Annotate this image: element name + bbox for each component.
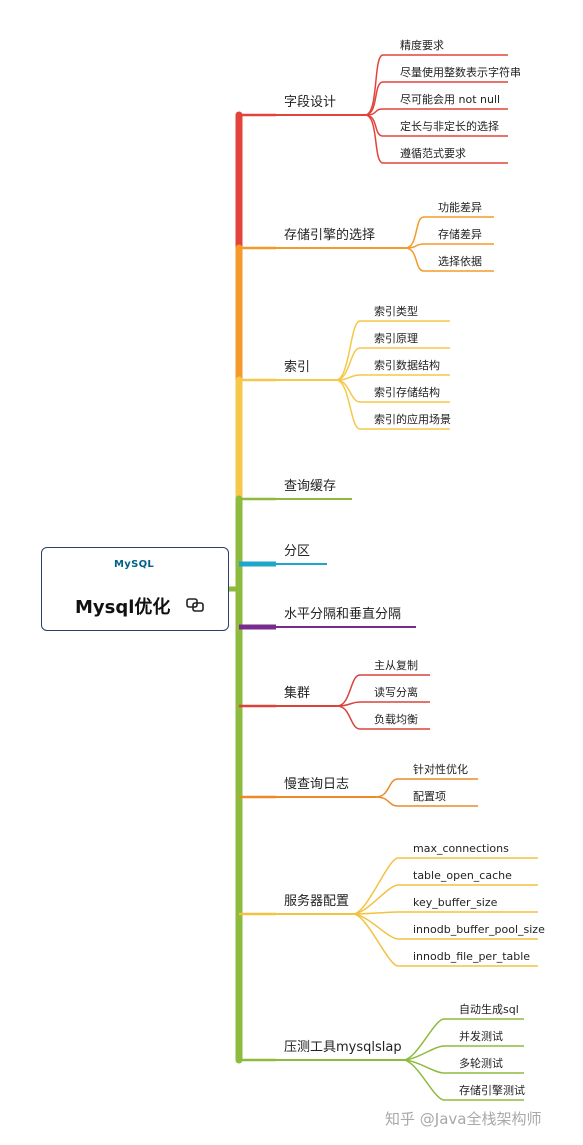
branch-label[interactable]: 集群 — [284, 685, 310, 701]
leaf-connector — [404, 247, 425, 272]
leaf-label[interactable]: 读写分离 — [374, 685, 418, 699]
leaf-label[interactable]: 配置项 — [413, 790, 446, 803]
leaf-connector — [336, 705, 361, 730]
leaf-label[interactable]: 主从复制 — [374, 658, 418, 672]
leaf-label[interactable]: 索引数据结构 — [374, 358, 440, 372]
leaf-label[interactable]: 针对性优化 — [413, 762, 468, 776]
leaf-label[interactable]: 索引原理 — [374, 331, 418, 345]
leaf-connector — [352, 913, 399, 967]
branch-label[interactable]: 查询缓存 — [284, 479, 336, 494]
leaf-connector — [352, 857, 399, 915]
leaf-label[interactable]: max_connections — [413, 842, 509, 855]
leaf-connector — [336, 701, 361, 707]
leaf-label[interactable]: table_open_cache — [413, 869, 512, 882]
branch-label[interactable]: 字段设计 — [284, 95, 336, 110]
leaf-label[interactable]: 精度要求 — [400, 38, 444, 52]
branch-label[interactable]: 水平分隔和垂直分隔 — [284, 607, 401, 622]
leaf-label[interactable]: innodb_file_per_table — [413, 950, 530, 963]
leaf-label[interactable]: 索引类型 — [374, 304, 418, 318]
mysql-logo-text: MySQL — [114, 559, 155, 570]
leaf-connector — [335, 379, 361, 430]
leaf-connector — [375, 796, 399, 807]
leaf-connector — [404, 216, 425, 249]
root-title: Mysql优化 — [75, 597, 171, 618]
leaf-label[interactable]: 索引的应用场景 — [374, 412, 451, 426]
leaf-label[interactable]: 尽可能会用 not null — [400, 92, 500, 106]
branch-label[interactable]: 慢查询日志 — [284, 776, 349, 792]
branch-label[interactable]: 存储引擎的选择 — [284, 227, 375, 243]
leaf-label[interactable]: 定长与非定长的选择 — [400, 119, 499, 133]
leaf-label[interactable]: 负载均衡 — [374, 712, 418, 726]
branch-label[interactable]: 分区 — [284, 544, 310, 559]
leaf-connector — [364, 114, 384, 164]
link-icon[interactable] — [186, 598, 204, 612]
leaf-label[interactable]: 存储引擎测试 — [459, 1083, 525, 1097]
leaf-label[interactable]: innodb_buffer_pool_size — [413, 923, 545, 936]
branch-label[interactable]: 索引 — [284, 360, 310, 375]
leaf-label[interactable]: 遵循范式要求 — [400, 146, 466, 160]
leaf-connector — [364, 81, 384, 116]
leaf-connector — [402, 1059, 445, 1101]
leaf-label[interactable]: 功能差异 — [438, 200, 482, 214]
leaf-label[interactable]: 尽量使用整数表示字符串 — [400, 65, 521, 79]
mysql-logo: MySQL — [114, 559, 154, 570]
leaf-label[interactable]: 选择依据 — [438, 254, 482, 268]
leaf-connector — [336, 674, 361, 707]
branch-label[interactable]: 服务器配置 — [284, 893, 349, 909]
leaf-label[interactable]: 自动生成sql — [459, 1002, 519, 1016]
leaf-connector — [404, 243, 425, 249]
branch-label[interactable]: 压测工具mysqlslap — [284, 1040, 402, 1055]
leaf-label[interactable]: 并发测试 — [459, 1029, 503, 1043]
leaf-connector — [335, 347, 361, 381]
leaf-label[interactable]: key_buffer_size — [413, 896, 498, 909]
leaf-label[interactable]: 索引存储结构 — [374, 385, 440, 399]
leaf-connector — [375, 778, 399, 798]
leaf-label[interactable]: 存储差异 — [438, 227, 482, 241]
root-node[interactable]: MySQL Mysql优化 — [41, 547, 229, 631]
leaf-label[interactable]: 多轮测试 — [459, 1056, 503, 1070]
leaf-connector — [352, 884, 399, 915]
watermark: 知乎 @Java全栈架构师 — [385, 1110, 542, 1128]
